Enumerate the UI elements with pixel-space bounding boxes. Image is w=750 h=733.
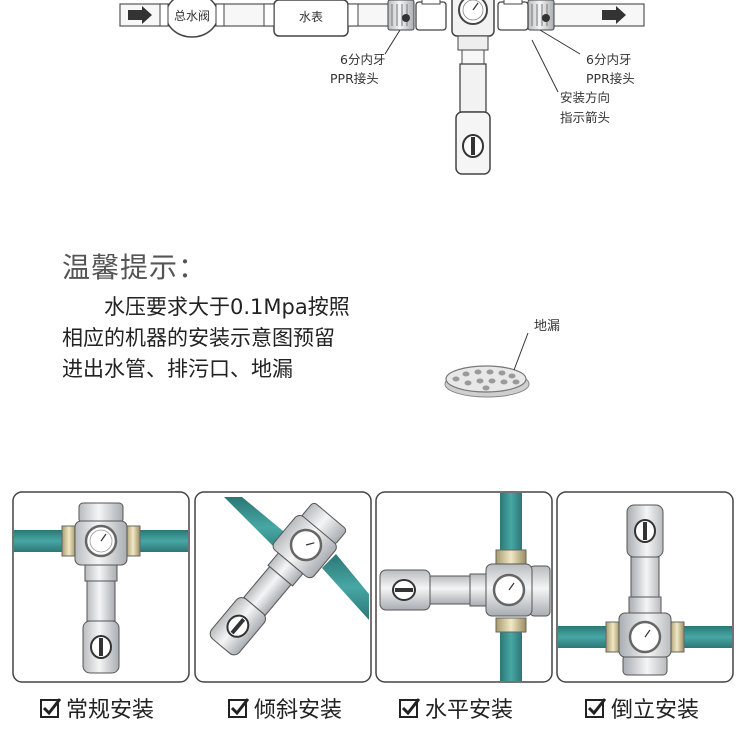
floor-drain: 地漏 <box>444 318 560 398</box>
water-meter-label: 水表 <box>299 10 323 24</box>
panel-inclined-installation <box>194 491 372 683</box>
checkbox-checked-icon <box>585 698 607 718</box>
caption-inverted: 倒立安装 <box>585 692 699 724</box>
main-valve: 总水阀 <box>159 0 225 38</box>
right-fitting-label-2: PPR接头 <box>586 71 635 86</box>
caption-inverted-label: 倒立安装 <box>611 698 700 723</box>
left-ppr-fitting <box>387 0 415 31</box>
caption-regular-label: 常规安装 <box>66 698 155 723</box>
checkbox-checked-icon <box>228 698 250 718</box>
main-valve-label: 总水阀 <box>174 9 210 23</box>
left-fitting-label-2: PPR接头 <box>330 71 379 86</box>
drain-holes <box>452 369 520 391</box>
floor-drain-label: 地漏 <box>534 318 560 334</box>
tips-body: 水压要求大于0.1Mpa按照相应的机器的安装示意图预留进出水管、排污口、地漏 <box>62 295 350 381</box>
top-piping-diagram: 总水阀 水表 <box>119 0 645 175</box>
caption-horizontal-label: 水平安装 <box>425 698 514 723</box>
checkbox-checked-icon <box>399 698 421 718</box>
caption-inclined-label: 倾斜安装 <box>254 698 343 723</box>
water-meter: 水表 <box>263 0 359 37</box>
right-ppr-fitting <box>527 0 555 31</box>
panel-horizontal-installation <box>375 491 553 683</box>
caption-regular: 常规安装 <box>40 692 154 724</box>
tips-title: 温馨提示： <box>62 251 208 284</box>
caption-inclined: 倾斜安装 <box>228 692 342 724</box>
direction-arrow-label-1: 安装方向 <box>560 90 610 105</box>
left-fitting-label-1: 6分内牙 <box>340 52 385 67</box>
top-prefilter-unit <box>451 0 495 175</box>
direction-arrow-label-2: 指示箭头 <box>560 110 610 125</box>
right-fitting-label-1: 6分内牙 <box>586 52 631 67</box>
panel-regular-installation <box>12 491 190 683</box>
flow-in-arrow-icon <box>128 6 152 24</box>
caption-horizontal: 水平安装 <box>399 692 513 724</box>
panel-inverted-installation <box>556 491 734 683</box>
checkbox-checked-icon <box>40 698 62 718</box>
flow-out-arrow-icon <box>602 6 626 24</box>
